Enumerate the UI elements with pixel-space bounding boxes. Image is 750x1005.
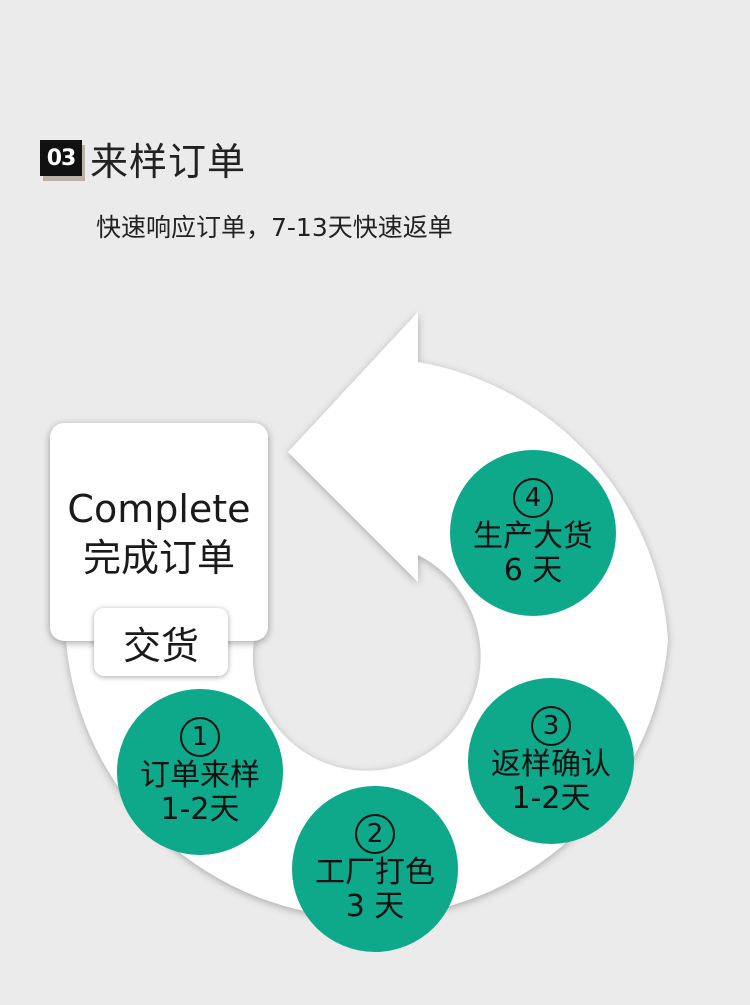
step-number: 2 <box>355 814 395 854</box>
section-title: 来样订单 <box>90 139 247 184</box>
deliver-tab: 交货 <box>94 608 228 676</box>
step-duration: 1-2天 <box>511 781 591 816</box>
step-number: 3 <box>531 706 571 746</box>
complete-order-card: Complete 完成订单 <box>50 423 268 641</box>
section-subtitle: 快速响应订单，7-13天快速返单 <box>96 213 453 242</box>
section-number-badge: 03 <box>40 140 85 181</box>
complete-title-zh: 完成订单 <box>82 536 235 580</box>
step-label: 订单来样 <box>140 758 260 793</box>
step-circle-2: 2 工厂打色 3 天 <box>292 786 458 952</box>
section-heading: 03 来样订单 <box>40 134 246 184</box>
step-number: 4 <box>513 478 553 518</box>
step-duration: 6 天 <box>503 553 563 588</box>
step-circle-1: 1 订单来样 1-2天 <box>117 689 283 855</box>
step-circle-3: 3 返样确认 1-2天 <box>468 678 634 844</box>
complete-title-en: Complete <box>67 487 251 531</box>
step-duration: 1-2天 <box>160 792 240 827</box>
step-number: 1 <box>180 717 220 757</box>
badge-number: 03 <box>40 140 82 176</box>
step-circle-4: 4 生产大货 6 天 <box>450 450 616 616</box>
step-duration: 3 天 <box>345 889 405 924</box>
step-label: 生产大货 <box>473 519 593 554</box>
step-label: 返样确认 <box>491 747 611 782</box>
step-label: 工厂打色 <box>315 855 435 890</box>
